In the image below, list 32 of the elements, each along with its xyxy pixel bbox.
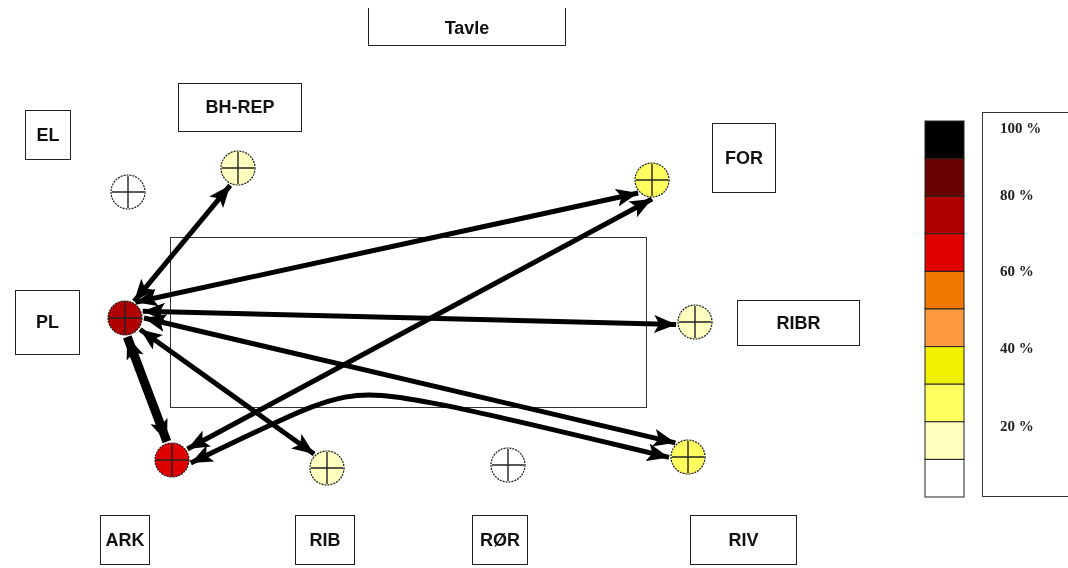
double-arrow xyxy=(123,335,172,444)
double-arrow xyxy=(142,302,677,333)
label-box: Tavle xyxy=(368,8,566,46)
label-box: RIV xyxy=(690,515,797,565)
label-box: EL xyxy=(25,110,71,160)
double-arrow xyxy=(135,188,639,307)
crossed-circle xyxy=(670,439,706,475)
double-arrow xyxy=(189,392,670,466)
label-box: BH-REP xyxy=(178,83,302,132)
legend-label: 100 % xyxy=(1000,120,1042,137)
crossed-circle xyxy=(220,150,256,186)
label-box: RIB xyxy=(295,515,355,565)
label-box: RIBR xyxy=(737,300,860,346)
crossed-circle xyxy=(154,442,190,478)
double-arrow xyxy=(186,196,654,452)
legend-label: 40 % xyxy=(1000,340,1034,357)
legend-label: 60 % xyxy=(1000,263,1034,280)
crossed-circle xyxy=(677,304,713,340)
crossed-circle xyxy=(107,300,143,336)
double-arrow xyxy=(143,314,676,447)
crossed-circle xyxy=(490,447,526,483)
crossed-circle xyxy=(634,162,670,198)
double-arrow xyxy=(132,183,233,303)
crossed-circle xyxy=(309,450,345,486)
legend-label: 20 % xyxy=(1000,418,1034,435)
label-box: PL xyxy=(15,290,80,355)
legend-label: 80 % xyxy=(1000,187,1034,204)
label-box: ARK xyxy=(100,515,150,565)
double-arrow xyxy=(138,327,316,457)
label-box: FOR xyxy=(712,123,776,193)
crossed-circle xyxy=(110,174,146,210)
label-box: RØR xyxy=(472,515,528,565)
